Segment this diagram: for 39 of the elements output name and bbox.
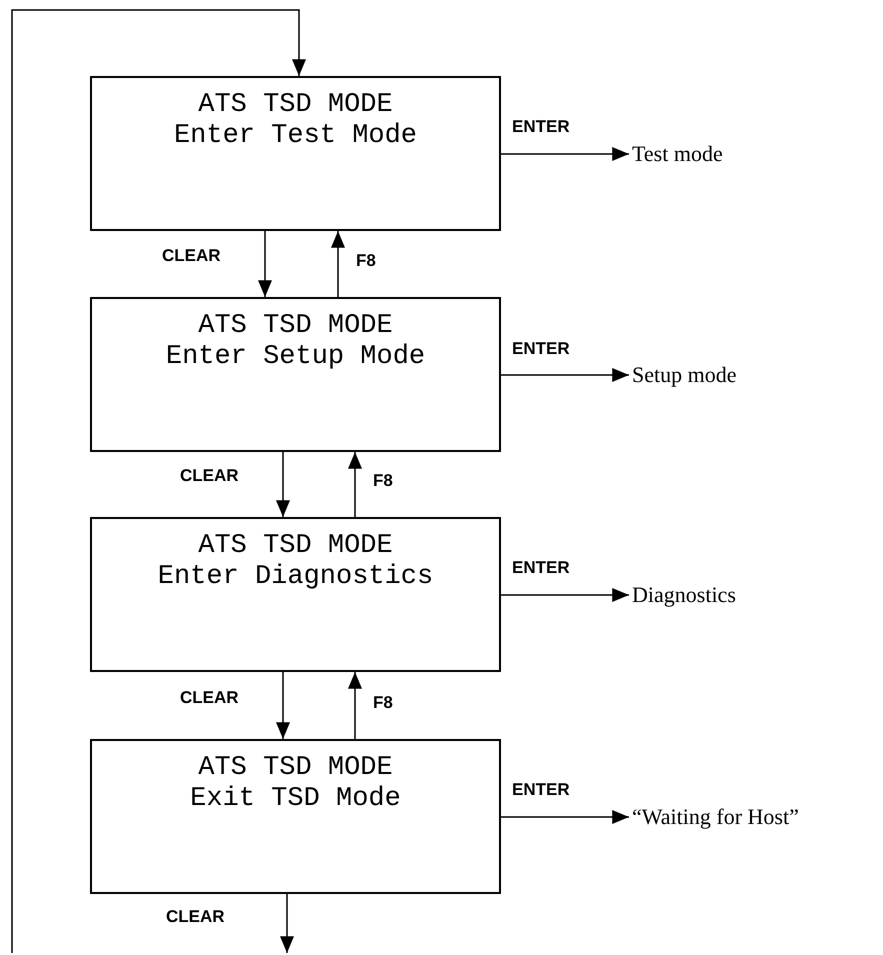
display-screen-box [90, 739, 501, 894]
result-text: “Waiting for Host” [632, 801, 799, 833]
edge-label: CLEAR [180, 689, 239, 706]
display-screen-box [90, 76, 501, 231]
screen-text: Enter Test Mode [174, 121, 418, 152]
edge-label: F8 [356, 252, 376, 269]
edge-label: CLEAR [162, 247, 221, 264]
screen-text: ATS TSD MODE [198, 753, 393, 784]
display-screen-box [90, 297, 501, 452]
arrow [501, 368, 629, 382]
screen-text: Enter Diagnostics [158, 562, 434, 593]
arrow [501, 147, 629, 161]
result-text: Setup mode [632, 359, 736, 391]
edge-label: ENTER [512, 118, 570, 135]
arrow [11, 9, 306, 953]
screen-text: ATS TSD MODE [198, 311, 393, 342]
screen-text: ATS TSD MODE [198, 531, 393, 562]
edge-label: ENTER [512, 781, 570, 798]
arrow [501, 588, 629, 602]
edge-label: ENTER [512, 559, 570, 576]
edge-label: F8 [373, 694, 393, 711]
edge-label: CLEAR [166, 908, 225, 925]
arrow [280, 894, 294, 953]
edge-label: ENTER [512, 340, 570, 357]
arrow [348, 672, 362, 739]
arrow [276, 452, 290, 517]
screen-text: Enter Setup Mode [166, 342, 426, 373]
display-screen-box [90, 517, 501, 672]
arrow [331, 231, 345, 297]
result-text: Test mode [632, 138, 723, 170]
edge-label: CLEAR [180, 467, 239, 484]
arrow [276, 672, 290, 739]
screen-text: Exit TSD Mode [190, 784, 401, 815]
screen-text: ATS TSD MODE [198, 90, 393, 121]
arrow [501, 810, 629, 824]
edge-label: F8 [373, 472, 393, 489]
result-text: Diagnostics [632, 579, 736, 611]
arrow [348, 452, 362, 517]
arrow [258, 231, 272, 297]
